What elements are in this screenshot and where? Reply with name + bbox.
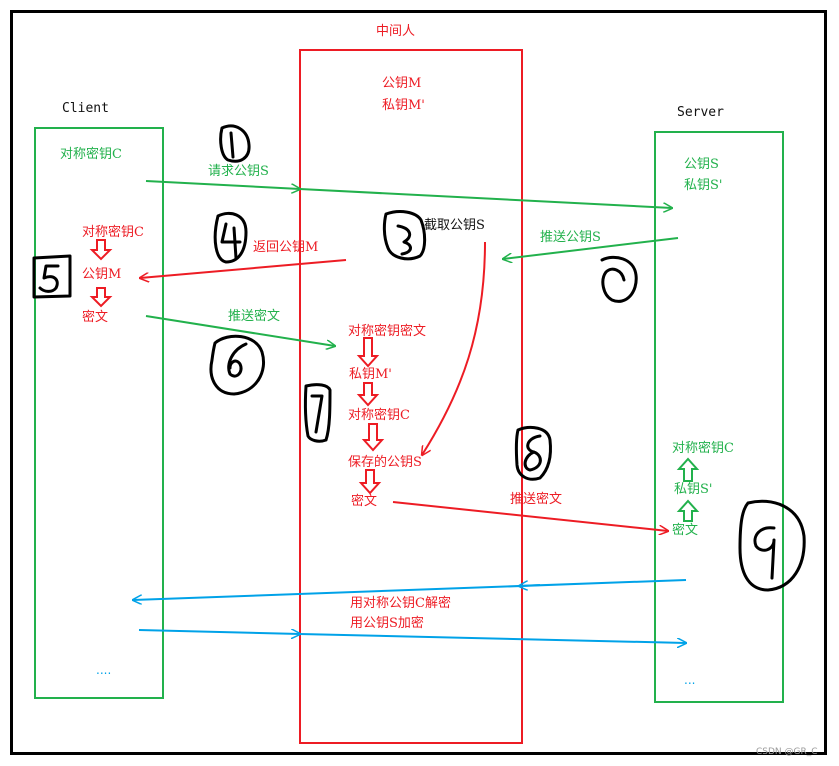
client-lane-title: Client xyxy=(62,101,109,116)
client-sym-key: 对称密钥C xyxy=(82,225,144,240)
label-push-cipher-2: 推送密文 xyxy=(510,492,563,507)
down-arrow-icon xyxy=(356,382,380,407)
handwritten-3-icon xyxy=(382,210,427,261)
down-arrow-icon xyxy=(89,287,113,308)
middle-lane xyxy=(299,49,523,744)
server-chain-item: 对称密钥C xyxy=(672,441,734,456)
client-sym-key-top: 对称密钥C xyxy=(60,147,122,162)
arrow-push-pub-s xyxy=(503,237,679,259)
arrow-push-cipher-client xyxy=(145,315,335,346)
down-arrow-icon xyxy=(89,239,113,261)
arrow-blue-to-server xyxy=(299,633,686,643)
label-push-cipher: 推送密文 xyxy=(228,309,281,324)
arrow-return-pub-m xyxy=(140,259,347,278)
handwritten-6-icon xyxy=(209,334,265,396)
up-arrow-icon xyxy=(676,499,700,522)
down-arrow-icon xyxy=(356,337,380,368)
outer-frame xyxy=(10,10,827,755)
arrow-blue-back-middle xyxy=(519,585,541,586)
middle-public-key: 公钥M xyxy=(382,76,422,91)
label-return-pub-m: 返回公钥M xyxy=(253,240,319,255)
server-lane xyxy=(654,131,784,703)
down-arrow-icon xyxy=(361,423,385,452)
handwritten-2-icon xyxy=(600,255,638,303)
handwritten-5-icon xyxy=(32,254,72,299)
server-private-key: 私钥S' xyxy=(684,178,723,193)
client-ellipsis: .... xyxy=(96,663,112,677)
middle-private-key: 私钥M' xyxy=(382,98,425,113)
label-request-pub-s: 请求公钥S xyxy=(208,164,269,179)
label-push-pub-s: 推送公钥S xyxy=(540,230,601,245)
arrow-request-to-middle xyxy=(145,180,300,189)
handwritten-1-icon xyxy=(219,124,251,163)
up-arrow-icon xyxy=(676,457,700,482)
arrow-request-to-server xyxy=(299,188,672,208)
client-cipher: 密文 xyxy=(82,310,109,325)
label-decrypt: 用对称公钥C解密 xyxy=(350,596,451,611)
client-lane xyxy=(34,127,164,699)
arrow-push-cipher-middle xyxy=(392,501,668,531)
middle-chain-item: 私钥M' xyxy=(349,367,392,382)
server-lane-title: Server xyxy=(677,105,724,120)
server-public-key: 公钥S xyxy=(684,157,719,172)
middle-lane-title: 中间人 xyxy=(376,24,416,39)
middle-chain-item: 密文 xyxy=(351,494,378,509)
arrow-saved-pub-s xyxy=(422,241,486,455)
handwritten-7-icon xyxy=(303,383,332,443)
handwritten-8-icon xyxy=(514,426,552,481)
label-intercept-pub-s: 截取公钥S xyxy=(424,218,485,233)
watermark: CSDN @GR_C xyxy=(756,747,818,757)
down-arrow-icon xyxy=(358,469,382,495)
arrow-blue-to-client xyxy=(133,579,687,600)
server-chain-item: 密文 xyxy=(672,523,699,538)
middle-chain-item: 对称密钥C xyxy=(348,408,410,423)
server-chain-item: 私钥S' xyxy=(674,482,713,497)
arrow-blue-to-middle xyxy=(138,630,300,634)
middle-chain-item: 保存的公钥S xyxy=(348,455,422,470)
client-pub-m: 公钥M xyxy=(82,267,122,282)
handwritten-4-icon xyxy=(213,211,248,264)
server-ellipsis: ... xyxy=(684,673,696,687)
handwritten-9-icon xyxy=(738,499,806,592)
label-encrypt: 用公钥S加密 xyxy=(350,616,424,631)
middle-chain-item: 对称密钥密文 xyxy=(348,324,427,339)
